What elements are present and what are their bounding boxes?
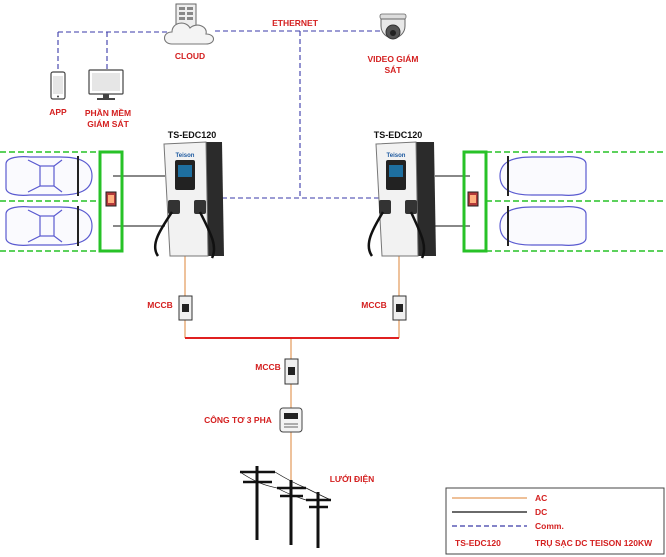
charger-icon: Teison	[367, 141, 436, 259]
brand-label: Teison	[387, 153, 406, 159]
mccb-right-icon	[392, 295, 407, 321]
legend-dc: DC	[535, 507, 547, 517]
right-parking	[462, 150, 666, 253]
legend-ac: AC	[535, 493, 547, 503]
left-parking	[0, 150, 124, 253]
phone-icon	[50, 71, 66, 100]
cloud-label: CLOUD	[175, 51, 205, 61]
ac-lines	[184, 255, 400, 490]
legend: AC DC Comm. TS-EDC120 TRỤ SẠC DC TEISON …	[445, 487, 665, 555]
charger-icon: Teison	[153, 141, 224, 259]
mccb-main-label: MCCB	[255, 362, 281, 372]
grid-label: LƯỚI ĐIỆN	[330, 473, 375, 484]
ethernet-label: ETHERNET	[272, 18, 319, 28]
video-label-2: SÁT	[385, 65, 403, 75]
car-icon	[5, 206, 93, 246]
cloud-icon	[163, 22, 215, 45]
power-pole-icon	[239, 466, 332, 548]
charger-right-label: TS-EDC120	[374, 130, 423, 140]
mccb-main-icon	[284, 358, 299, 385]
mccb-left-icon	[178, 295, 193, 321]
camera-icon	[379, 13, 407, 40]
legend-model-desc: TRỤ SẠC DC TEISON 120KW	[535, 538, 653, 548]
comm-lines	[57, 30, 392, 199]
meter-icon	[279, 407, 303, 433]
app-label: APP	[49, 107, 67, 117]
mccb-left-label: MCCB	[147, 300, 173, 310]
brand-label: Teison	[176, 153, 195, 159]
monitor-icon	[88, 69, 124, 100]
video-label-1: VIDEO GIÁM	[367, 54, 418, 64]
car-icon	[5, 156, 93, 196]
software-label-1: PHẦN MỀM	[85, 108, 131, 118]
charger-left-label: TS-EDC120	[168, 130, 217, 140]
software-label-2: GIÁM SÁT	[87, 119, 129, 129]
car-icon	[499, 206, 587, 246]
car-icon	[499, 156, 587, 196]
legend-comm: Comm.	[535, 521, 564, 531]
server-icon	[175, 3, 197, 29]
mccb-right-label: MCCB	[361, 300, 387, 310]
legend-model: TS-EDC120	[455, 538, 501, 548]
meter-label: CÔNG TƠ 3 PHA	[204, 414, 272, 425]
